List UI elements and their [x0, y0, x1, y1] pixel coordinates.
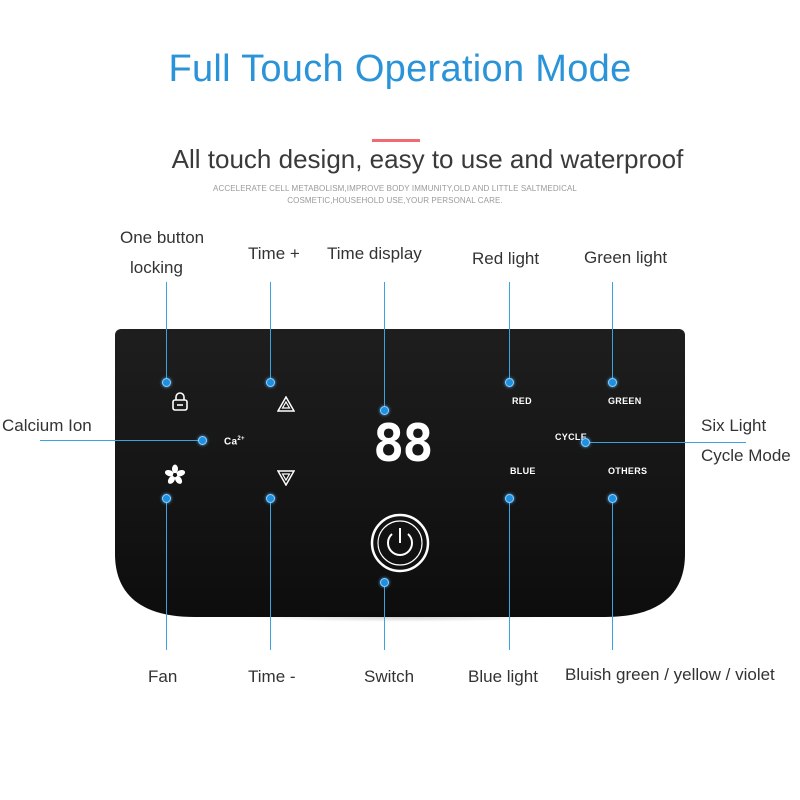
switch-connector — [384, 582, 385, 650]
label-one-button-1: One button — [120, 228, 205, 247]
tagline-line-2: COSMETIC,HOUSEHOLD USE,YOUR PERSONAL CAR… — [287, 196, 503, 205]
lock-icon[interactable] — [171, 392, 189, 412]
switch-dot — [380, 578, 389, 587]
others-connector — [612, 498, 613, 650]
triangle-up-icon[interactable] — [277, 396, 295, 412]
label-red-light: Red light — [472, 249, 540, 268]
blue-light-dot — [505, 494, 514, 503]
others-dot — [608, 494, 617, 503]
label-calcium-ion: Calcium Ion — [2, 416, 92, 435]
time-minus-dot — [266, 494, 275, 503]
triangle-down-icon[interactable] — [277, 470, 295, 486]
tagline-line-1: ACCELERATE CELL METABOLISM,IMPROVE BODY … — [213, 184, 577, 193]
red-light-connector — [509, 282, 510, 382]
label-six-light-2: Cycle Mode — [701, 446, 791, 465]
subtitle: All touch design, easy to use and waterp… — [171, 144, 684, 174]
cycle-dot — [581, 438, 590, 447]
label-fan: Fan — [148, 667, 178, 686]
red-button[interactable]: RED — [512, 396, 532, 406]
panel-shadow — [250, 612, 550, 622]
red-light-dot — [505, 378, 514, 387]
blue-light-connector — [509, 498, 510, 650]
label-six-light-1: Six Light — [701, 416, 767, 435]
label-time-plus: Time + — [248, 244, 300, 263]
cycle-button[interactable]: CYCLE — [555, 432, 588, 442]
lock-connector — [166, 282, 167, 382]
power-icon[interactable] — [369, 512, 431, 574]
label-bluish-green: Bluish green / yellow / violet — [565, 665, 775, 684]
fan-icon[interactable] — [164, 464, 186, 486]
others-button[interactable]: OTHERS — [608, 466, 648, 476]
label-one-button-2: locking — [130, 258, 183, 277]
fan-dot — [162, 494, 171, 503]
label-time-minus: Time - — [248, 667, 296, 686]
label-green-light: Green light — [584, 248, 668, 267]
calcium-connector — [40, 440, 202, 441]
time-display-digits: 88 — [373, 414, 434, 474]
calcium-text: Ca — [224, 436, 238, 448]
time-display-dot — [380, 406, 389, 415]
fan-connector — [166, 498, 167, 650]
label-time-display: Time display — [327, 244, 422, 263]
lock-dot — [162, 378, 171, 387]
label-blue-light: Blue light — [468, 667, 538, 686]
green-light-connector — [612, 282, 613, 382]
accent-divider — [372, 139, 420, 142]
time-display-connector — [384, 282, 385, 410]
calcium-label[interactable]: Ca2+ — [224, 436, 245, 447]
calcium-superscript: 2+ — [237, 436, 245, 442]
time-minus-connector — [270, 498, 271, 650]
time-plus-dot — [266, 378, 275, 387]
green-light-dot — [608, 378, 617, 387]
blue-button[interactable]: BLUE — [510, 466, 536, 476]
time-plus-connector — [270, 282, 271, 382]
green-button[interactable]: GREEN — [608, 396, 642, 406]
page-title: Full Touch Operation Mode — [168, 48, 632, 90]
control-panel — [115, 329, 685, 617]
label-switch: Switch — [364, 667, 415, 686]
six-light-connector — [586, 442, 746, 443]
calcium-dot — [198, 436, 207, 445]
